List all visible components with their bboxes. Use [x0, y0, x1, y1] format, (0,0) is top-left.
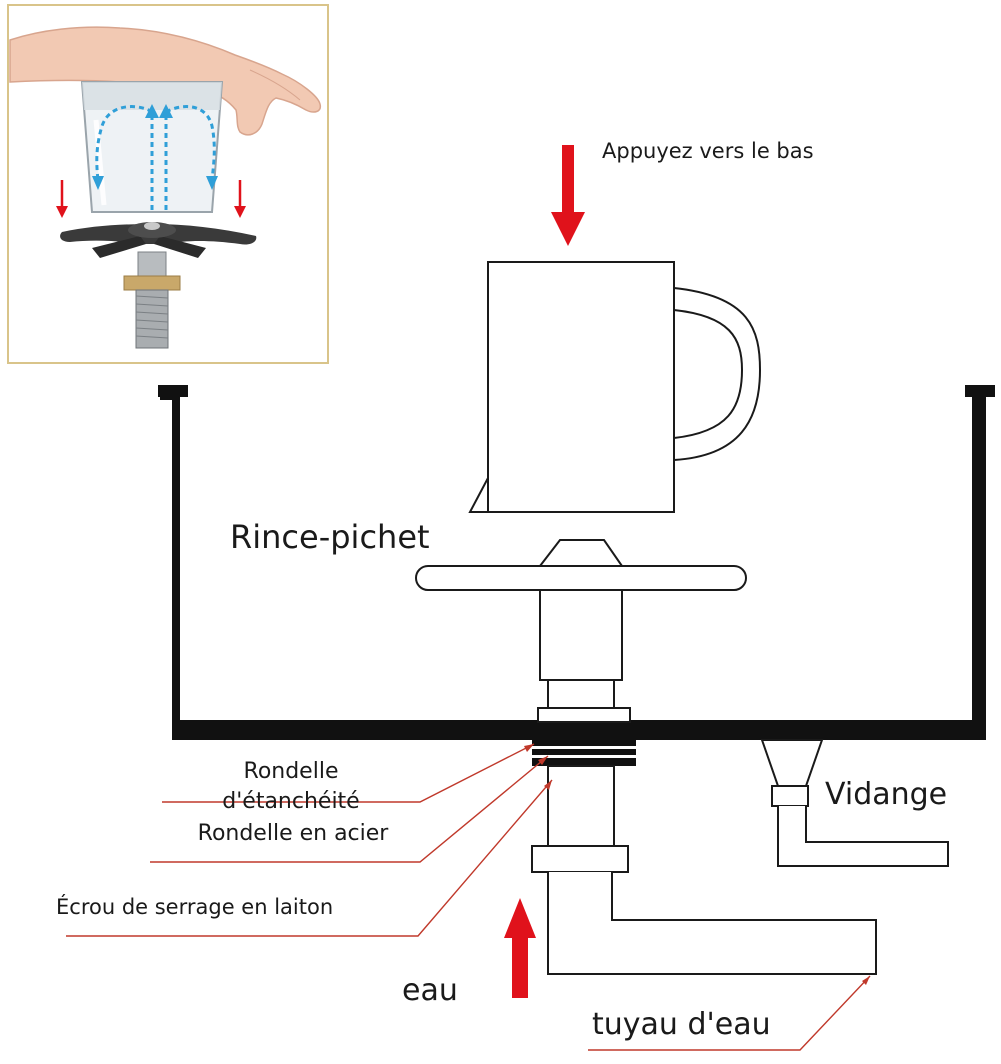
mug-icon: [468, 261, 762, 513]
rinser-label: Rince-pichet: [230, 518, 430, 556]
threaded-shank-icon: [123, 251, 181, 349]
sink-left-rim: [158, 385, 188, 397]
rinser-body: [415, 539, 747, 723]
water-up-arrow: [504, 898, 536, 998]
water-pipe-label: tuyau d'eau: [592, 1007, 771, 1042]
drain-pipe: [760, 739, 949, 867]
inset-photo: [7, 4, 329, 364]
sink-right-rim: [965, 385, 995, 397]
water-pipe-leader: [588, 975, 871, 1051]
press-down-arrow: [551, 145, 585, 246]
seal-washer-label-line2: d'étanchéité: [222, 789, 359, 814]
threaded-shank: [531, 765, 877, 975]
rinser-spider-icon: [60, 222, 257, 258]
brass-nut-leader: [66, 779, 553, 937]
brass-nut-label: Écrou de serrage en laiton: [56, 894, 333, 919]
seal-washer-leader: [162, 743, 535, 803]
washer-stack: [532, 740, 636, 766]
steel-washer-leader: [150, 755, 549, 863]
seal-washer-label-line1: Rondelle: [244, 759, 339, 784]
steel-washer-label: Rondelle en acier: [198, 821, 390, 846]
drain-label: Vidange: [825, 777, 947, 812]
water-jet-arrows-icon: [95, 105, 216, 210]
water-label: eau: [402, 973, 458, 1008]
inset-press-arrows: [56, 180, 246, 218]
press-down-label: Appuyez vers le bas: [602, 139, 814, 163]
leader-lines: [66, 743, 871, 1051]
